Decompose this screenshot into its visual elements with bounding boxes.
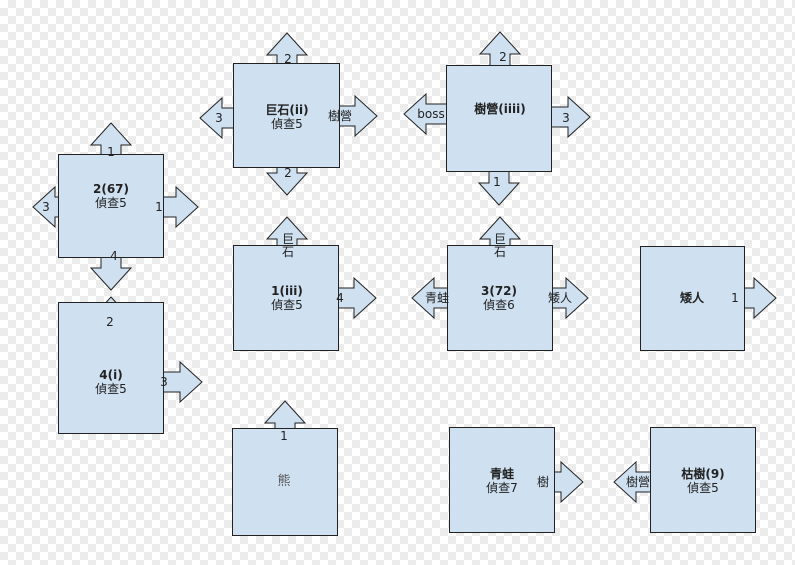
- room-camp-iiii-box: [446, 65, 552, 172]
- room-3-72-label: 3(72)偵查6: [481, 284, 517, 312]
- room-dwarf-box: [640, 246, 745, 351]
- arrow-label: 矮人: [547, 291, 573, 305]
- room-frog-label: 青蛙偵查7: [486, 467, 518, 495]
- room-subtitle: 偵查5: [95, 382, 127, 396]
- room-title: 1(iii): [271, 284, 303, 298]
- room-boulder-ii-label: 巨石(ii)偵查5: [265, 103, 308, 131]
- room-subtitle: 偵查6: [483, 298, 515, 312]
- room-title: 矮人: [679, 291, 705, 305]
- arrow-label: 3: [42, 200, 50, 214]
- room-dead-tree-9-box: [650, 427, 756, 533]
- arrow-label: 4: [336, 291, 344, 305]
- room-2-67-box: [58, 154, 164, 258]
- room-4-i-label: 4(i)偵查5: [95, 368, 127, 396]
- arrow-label: 2: [499, 50, 507, 64]
- arrow-label: 樹營: [327, 109, 353, 123]
- arrow-label: 1: [155, 200, 163, 214]
- arrow-label: 青蛙: [424, 291, 450, 305]
- room-1-iii-label: 1(iii)偵查5: [271, 284, 303, 312]
- room-subtitle: 偵查5: [687, 481, 719, 495]
- arrow-label: 2: [106, 315, 114, 329]
- arrow-label: 4: [110, 249, 118, 263]
- room-subtitle: 偵查7: [486, 481, 518, 495]
- room-dwarf-label: 矮人: [680, 291, 704, 305]
- room-title: 樹營(iiii): [474, 102, 526, 116]
- room-2-67-label: 2(67)偵查5: [93, 182, 129, 210]
- arrow-label: 3: [562, 111, 570, 125]
- arrow-label: 樹: [536, 475, 550, 489]
- arrow-label: 樹營: [625, 475, 651, 489]
- room-camp-iiii-label: 樹營(iiii): [474, 102, 525, 116]
- room-boulder-ii-box: [233, 63, 340, 168]
- room-subtitle: 偵查5: [95, 196, 127, 210]
- room-bear-box: [232, 428, 338, 536]
- room-dead-tree-9-label: 枯樹(9)偵查5: [681, 467, 724, 495]
- room-title: 熊: [277, 474, 291, 489]
- room-subtitle: 偵查5: [271, 298, 303, 312]
- arrow-label: 3: [215, 111, 223, 125]
- arrow-label: 2: [284, 52, 292, 66]
- arrow-label: 巨石: [281, 232, 294, 259]
- arrow-label: 3: [160, 375, 168, 389]
- room-1-iii-box: [233, 245, 339, 351]
- room-subtitle: 偵查5: [271, 117, 303, 131]
- room-title: 4(i): [99, 368, 123, 382]
- arrow-label: 巨石: [493, 232, 506, 259]
- arrow-label: boss: [417, 107, 445, 121]
- arrow-label: 1: [107, 145, 115, 159]
- arrow-label: 1: [731, 291, 739, 305]
- room-title: 枯樹(9): [681, 467, 725, 481]
- room-title: 巨石(ii): [265, 103, 309, 117]
- arrow-label: 2: [284, 166, 292, 180]
- room-title: 2(67): [92, 182, 130, 196]
- room-title: 3(72): [480, 284, 518, 298]
- room-frog-box: [449, 427, 555, 533]
- room-3-72-box: [447, 245, 553, 351]
- arrow-label: 1: [493, 175, 501, 189]
- room-title: 青蛙: [489, 467, 515, 481]
- arrow-label: 1: [280, 429, 288, 443]
- room-4-i-box: [58, 302, 164, 434]
- room-bear-label: 熊: [277, 475, 290, 489]
